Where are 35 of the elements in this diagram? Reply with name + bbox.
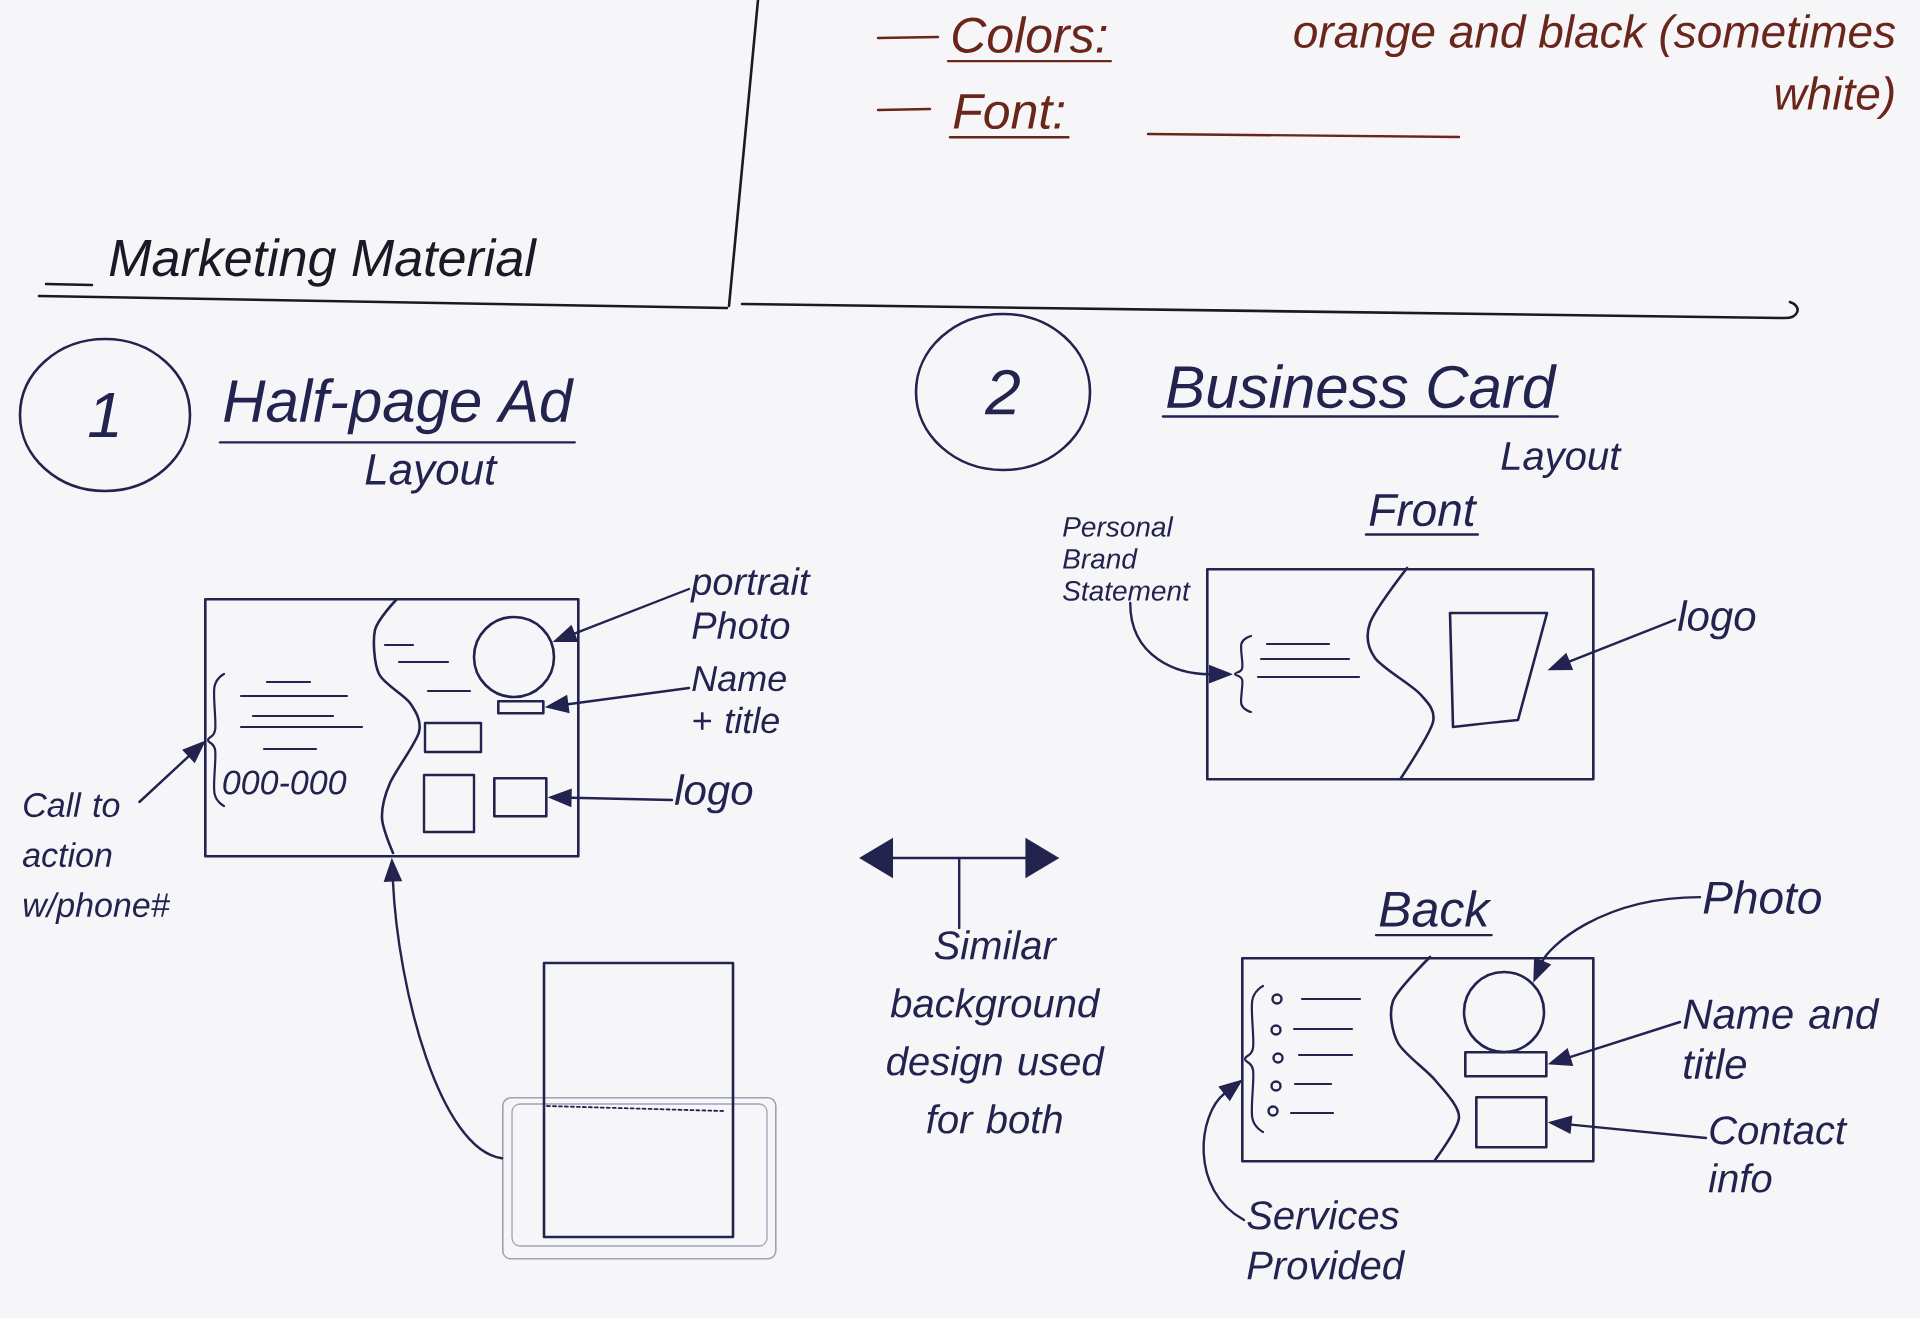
callout-text: Photo [1703,880,1821,914]
photo-circle [472,615,556,699]
callout-text: logo [674,774,753,814]
label-text: Colors: [953,16,1107,53]
callout-text: Name and title [1683,998,1880,1080]
placeholder-box [1475,1096,1548,1149]
callout-text: Services Provided [1247,1200,1406,1280]
text-block: 000-000 [206,672,364,808]
photo-circle [1462,970,1546,1054]
name-bar [1464,1051,1548,1078]
placeholder-box [493,777,548,818]
subheading: Back [1379,890,1492,927]
layout-frame [204,598,580,858]
subheading: Front [1369,494,1478,527]
callout-text: Call to action w/phone# [22,792,170,924]
title: Marketing Material [109,238,537,287]
note-text: Similar background design used for both [887,930,1105,1134]
trapezoid-frame [1448,611,1549,729]
layout-frame [1241,957,1595,1163]
label-text: orange and black (sometimes white) [1294,14,1896,120]
callout-text: portrait Photo [690,567,811,640]
callout-text: Personal Brand Statement [1063,516,1191,601]
callout-text: logo [1677,600,1756,640]
subheading: Layout [1501,442,1622,478]
layout-frame [1206,568,1595,781]
callout-text: Name + title [692,666,786,734]
heading: Business Card [1167,364,1557,409]
callout-text: Contact info [1708,1116,1848,1193]
text-lines [1233,634,1361,714]
page-sketch [502,961,777,1260]
name-bar [497,700,545,715]
leader-line [958,858,961,930]
label-text: Font: [953,94,1065,130]
subheading: Layout [365,454,498,494]
bullet-list [1243,984,1362,1134]
